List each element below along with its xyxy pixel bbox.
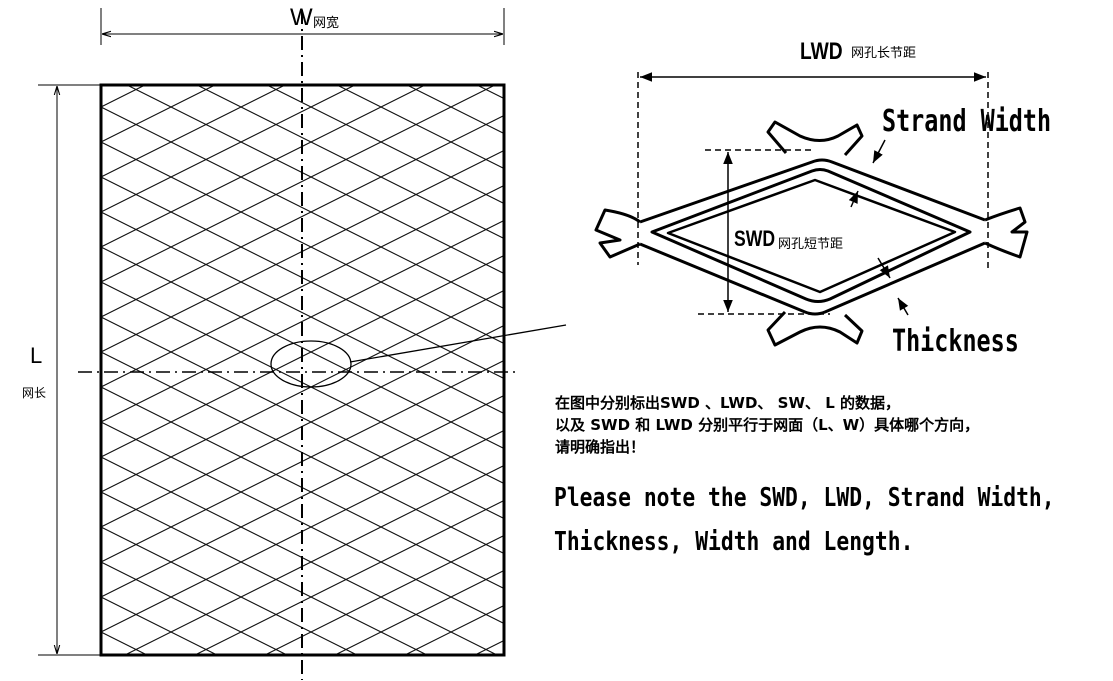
chinese-instructions: 在图中分别标出SWD 、LWD、 SW、 L 的数据， 以及 SWD 和 LWD…: [555, 392, 979, 458]
mesh-line: [100, 84, 146, 108]
mesh-line: [196, 84, 505, 239]
mesh-line: [100, 115, 505, 318]
mesh-line: [100, 84, 216, 143]
mesh-line: [100, 84, 426, 248]
mesh-line: [100, 84, 286, 178]
en-line: Thickness, Width and Length.: [554, 527, 914, 557]
mesh-line: [100, 596, 218, 656]
thickness-label: Thickness: [892, 324, 1019, 359]
mesh-line: [100, 421, 505, 624]
mesh-line: [100, 141, 505, 344]
cn-line: 请明确指出！: [555, 438, 646, 456]
detail-leader-line: [349, 324, 567, 363]
detail-callout-ellipse: [270, 340, 352, 388]
mesh-line: [336, 84, 505, 169]
strand-width-label: Strand Width: [882, 104, 1052, 139]
swd-label: SWD: [734, 226, 776, 251]
mesh-pattern: [100, 84, 505, 656]
mesh-line: [100, 84, 356, 213]
width-label-cn: 网宽: [313, 16, 340, 31]
mesh-line: [100, 631, 148, 656]
cn-line: 以及 SWD 和 LWD 分别平行于网面（L、W）具体哪个方向，: [555, 416, 980, 434]
swd-label-cn: 网孔短节距: [778, 237, 844, 252]
en-line: Please note the SWD, LWD, Strand Width,: [554, 483, 1055, 513]
mesh-line: [100, 246, 505, 449]
english-instructions: Please note the SWD, LWD, Strand Width, …: [554, 476, 1055, 564]
length-label: L: [30, 343, 43, 368]
mesh-line: [100, 106, 505, 309]
mesh-line: [100, 526, 358, 656]
mesh-line: [100, 456, 498, 656]
strand-width-pointer: [872, 139, 886, 164]
mesh-line: [404, 605, 505, 656]
mesh-line: [100, 561, 288, 656]
mesh-strand-detail: [594, 120, 1029, 347]
mesh-line: [264, 535, 505, 656]
mesh-line: [100, 84, 496, 283]
length-label-cn: 网长: [22, 386, 47, 400]
cn-line: 在图中分别标出SWD 、LWD、 SW、 L 的数据，: [555, 394, 900, 412]
mesh-line: [474, 640, 505, 656]
mesh-line: [100, 220, 505, 423]
mesh-line: [334, 570, 505, 656]
width-label: W: [290, 4, 313, 31]
lwd-label-cn: 网孔长节距: [851, 46, 917, 61]
mesh-line: [126, 84, 505, 274]
mesh-line: [194, 500, 505, 656]
mesh-line: [100, 395, 505, 598]
mesh-line: [100, 491, 428, 656]
mesh-line: [476, 84, 505, 99]
mesh-line: [100, 316, 505, 519]
mesh-line: [266, 84, 505, 204]
mesh-line: [100, 211, 505, 414]
thickness-pointer: [897, 297, 909, 316]
mesh-line: [100, 185, 505, 388]
mesh-line: [100, 290, 505, 493]
mesh-line: [124, 465, 505, 656]
lwd-label: LWD: [800, 38, 843, 65]
mesh-line: [406, 84, 505, 134]
